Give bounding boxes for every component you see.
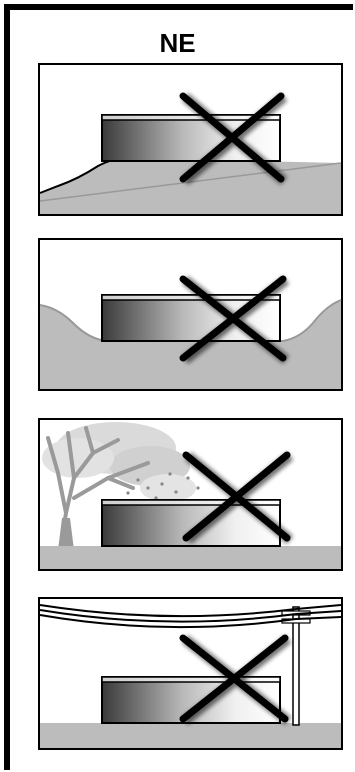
compass-direction-label: NE (0, 28, 355, 58)
panel-slope (38, 63, 343, 216)
panel-tree (38, 418, 343, 571)
panel-power-lines (38, 597, 343, 750)
panel-valley (38, 238, 343, 391)
